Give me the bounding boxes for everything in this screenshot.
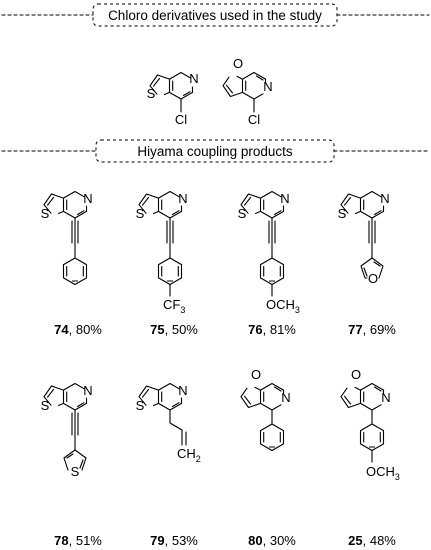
chloro-furopyridine: O N Cl xyxy=(222,56,273,127)
compound-78-label: 78, 51% xyxy=(54,533,102,548)
compound-76-label: 76, 81% xyxy=(248,322,296,337)
atom-n: N xyxy=(83,191,92,206)
och3-group: OCH3 xyxy=(366,464,400,482)
header-chloro: Chloro derivatives used in the study xyxy=(1,3,430,27)
atom-s: S xyxy=(238,206,247,221)
cf3-group: CF3 xyxy=(163,297,185,315)
compound-75-structure: N S CF3 xyxy=(136,190,188,315)
atom-n: N xyxy=(178,191,187,206)
compound-75-label: 75, 50% xyxy=(150,322,198,337)
compound-76-structure: N S OCH3 xyxy=(238,190,300,315)
atom-n: N xyxy=(280,191,289,206)
atom-s: S xyxy=(41,206,50,221)
atom-cl: Cl xyxy=(248,112,260,127)
atom-n: N xyxy=(83,383,92,398)
compound-78-structure: N S S xyxy=(41,382,93,479)
compound-80-structure: O N xyxy=(240,367,291,452)
header-chloro-box xyxy=(92,3,338,27)
atom-n: N xyxy=(380,191,389,206)
compound-25-label: 25, 48% xyxy=(348,533,396,548)
atom-o: O xyxy=(233,56,243,71)
compound-80-label: 80, 30% xyxy=(248,533,296,548)
atom-s: S xyxy=(71,464,80,479)
atom-o: O xyxy=(368,271,378,286)
atom-n: N xyxy=(178,383,187,398)
ch2-group: CH2 xyxy=(177,446,201,464)
atom-n: N xyxy=(281,390,290,405)
atom-o: O xyxy=(251,367,261,382)
compound-77-structure: N S O xyxy=(338,190,390,286)
atom-o: O xyxy=(351,367,361,382)
compound-79-structure: N S CH2 xyxy=(136,382,201,464)
header-chloro-text: Chloro derivatives used in the study xyxy=(108,8,322,23)
atom-n: N xyxy=(381,390,390,405)
atom-s: S xyxy=(136,206,145,221)
compound-74-structure: N S xyxy=(41,190,93,286)
atom-s: S xyxy=(338,206,347,221)
header-hiyama-box xyxy=(95,139,335,163)
chloro-thienopyridine: N S Cl xyxy=(147,71,199,127)
compound-74-label: 74, 80% xyxy=(54,322,102,337)
header-hiyama-text: Hiyama coupling products xyxy=(137,144,293,159)
compound-79-label: 79, 53% xyxy=(150,533,198,548)
atom-s: S xyxy=(147,86,156,101)
atom-s: S xyxy=(41,398,50,413)
atom-s: S xyxy=(136,398,145,413)
compound-25-structure: O N OCH3 xyxy=(340,367,400,482)
atom-n: N xyxy=(189,71,198,86)
compound-77-label: 77, 69% xyxy=(348,322,396,337)
atom-cl: Cl xyxy=(175,112,187,127)
atom-n: N xyxy=(263,79,272,94)
header-hiyama: Hiyama coupling products xyxy=(1,139,430,163)
och3-group: OCH3 xyxy=(266,297,300,315)
